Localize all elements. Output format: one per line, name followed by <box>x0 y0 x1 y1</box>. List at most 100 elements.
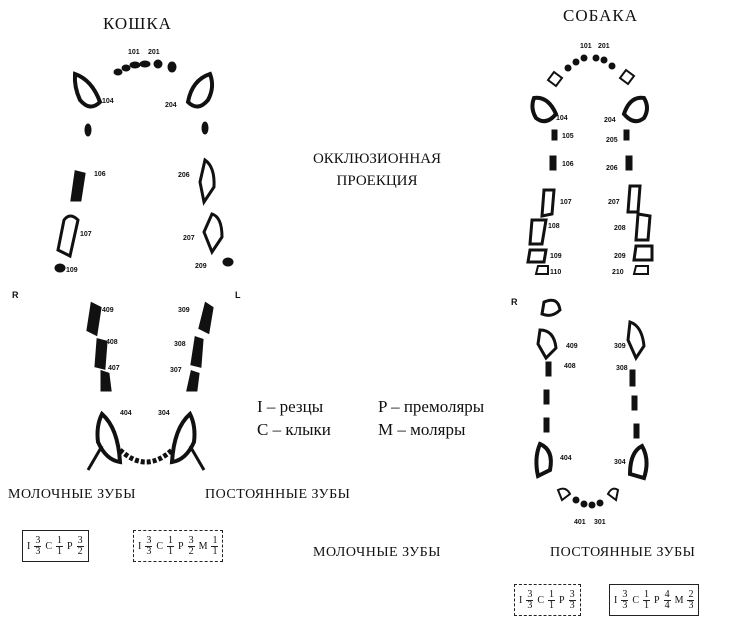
dog-canine <box>536 444 550 476</box>
cat-tooth <box>72 172 84 200</box>
dog-tooth <box>552 130 557 140</box>
formula-molar-letter: M <box>199 541 208 552</box>
cat-permanent-caption: ПОСТОЯННЫЕ ЗУБЫ <box>205 487 350 503</box>
dog-tooth <box>601 57 607 63</box>
svg-text:209: 209 <box>614 253 626 260</box>
svg-text:208: 208 <box>614 225 626 232</box>
cat-tooth <box>58 216 78 256</box>
legend-canines: C – клыки <box>257 418 331 441</box>
formula-canine-letter: C <box>45 541 52 552</box>
dog-tooth <box>544 418 549 432</box>
dog-tooth <box>548 72 562 86</box>
svg-text:110: 110 <box>550 269 561 276</box>
cat-title: КОШКА <box>103 14 172 34</box>
cat-tooth <box>55 264 65 272</box>
formula-incisor-letter: I <box>519 595 522 606</box>
svg-text:401: 401 <box>574 519 586 526</box>
formula-canine-letter: C <box>537 595 544 606</box>
dog-tooth <box>597 500 603 506</box>
cat-canine <box>75 74 100 107</box>
dog-tooth <box>542 300 560 315</box>
formula-canine-letter: C <box>632 595 639 606</box>
svg-text:207: 207 <box>183 235 195 242</box>
cat-tooth <box>168 62 176 72</box>
cat-tooth <box>154 60 162 68</box>
legend-molars: M – моляры <box>378 418 465 441</box>
dog-tooth <box>589 502 595 508</box>
formula-fraction: 44 <box>664 590 671 611</box>
cat-tooth <box>188 372 198 390</box>
dog-tooth <box>581 501 587 507</box>
svg-text:308: 308 <box>174 341 186 348</box>
cat-tooth <box>140 61 150 67</box>
svg-text:206: 206 <box>178 172 190 179</box>
svg-text:107: 107 <box>560 199 572 206</box>
dog-tooth <box>550 156 556 170</box>
dog-tooth <box>620 70 634 84</box>
svg-text:404: 404 <box>120 410 132 417</box>
cat-tooth <box>200 304 212 332</box>
cat-tooth <box>223 258 233 266</box>
formula-incisor-letter: I <box>138 541 141 552</box>
dog-tooth <box>626 156 632 170</box>
cat-canine <box>98 414 121 462</box>
dog-tooth <box>628 322 644 358</box>
dog-tooth <box>573 497 579 503</box>
svg-text:201: 201 <box>148 49 160 56</box>
formula-premolar-letter: P <box>67 541 73 552</box>
formula-premolar-letter: P <box>178 541 184 552</box>
dog-right-side-label: R <box>511 297 518 307</box>
cat-right-side-label: R <box>12 290 19 300</box>
cat-tooth <box>200 160 214 202</box>
legend-incisors: I – резцы <box>257 395 323 418</box>
cat-tooth <box>88 304 100 334</box>
svg-text:105: 105 <box>562 133 574 140</box>
dog-tooth <box>634 424 639 438</box>
dog-tooth <box>634 266 648 274</box>
cat-tooth <box>114 69 122 75</box>
dog-tooth <box>573 59 579 65</box>
dog-tooth <box>528 250 546 262</box>
legend-premolars: P – премоляры <box>378 395 484 418</box>
formula-incisor-letter: I <box>27 541 30 552</box>
dog-tooth <box>593 55 599 61</box>
formula-fraction: 32 <box>77 536 84 557</box>
dog-tooth <box>608 489 618 500</box>
svg-text:307: 307 <box>170 367 182 374</box>
svg-text:109: 109 <box>66 267 78 274</box>
svg-text:104: 104 <box>102 98 114 105</box>
cat-deciduous-caption: МОЛОЧНЫЕ ЗУБЫ <box>8 487 136 503</box>
svg-text:408: 408 <box>564 363 576 370</box>
cat-tooth <box>96 340 106 368</box>
svg-text:409: 409 <box>102 307 114 314</box>
formula-incisor-letter: I <box>614 595 617 606</box>
svg-text:106: 106 <box>94 171 106 178</box>
dog-tooth <box>634 246 652 260</box>
svg-text:101: 101 <box>580 43 592 50</box>
occlusal-projection-label: ОККЛЮЗИОННАЯ ПРОЕКЦИЯ <box>282 148 472 192</box>
svg-text:210: 210 <box>612 269 624 276</box>
svg-text:409: 409 <box>566 343 578 350</box>
dog-tooth <box>632 396 637 410</box>
cat-canine <box>172 414 195 462</box>
svg-text:204: 204 <box>604 117 616 124</box>
formula-premolar-letter: P <box>559 595 565 606</box>
svg-text:101: 101 <box>128 49 140 56</box>
dog-tooth <box>565 65 571 71</box>
cat-tooth <box>102 372 110 390</box>
formula-canine-letter: C <box>156 541 163 552</box>
svg-text:107: 107 <box>80 231 92 238</box>
svg-text:404: 404 <box>560 455 572 462</box>
